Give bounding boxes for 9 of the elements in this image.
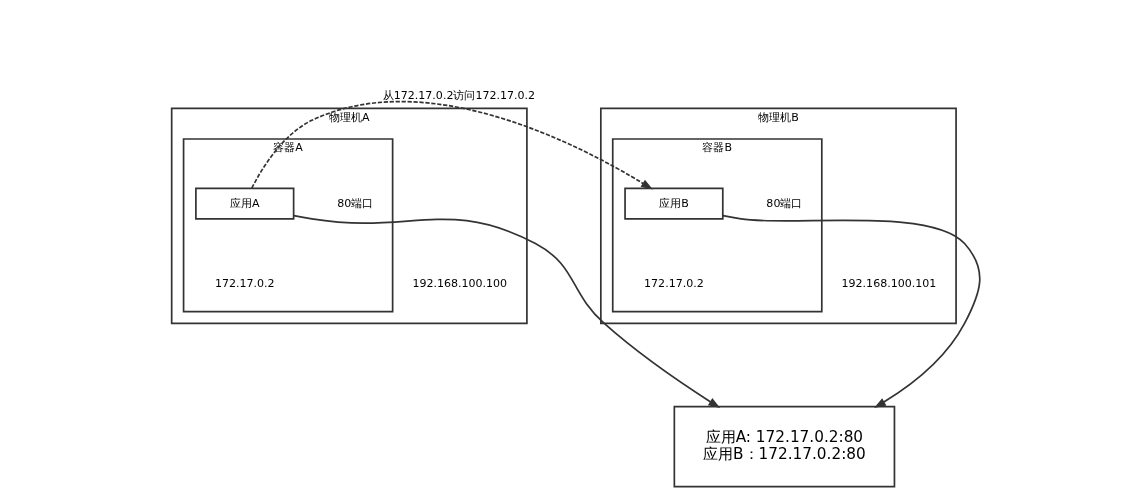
arrow — [250, 100, 653, 190]
node-box: 应用A — [194, 186, 294, 220]
node-box: 应用A: 172.17.0.2:80 应用B：172.17.0.2:80 — [673, 405, 895, 487]
node-box: 应用B — [623, 186, 724, 220]
arrow — [292, 214, 720, 408]
node-label: 80端口 — [336, 196, 373, 209]
arrow — [721, 214, 981, 408]
edge-label: 从172.17.0.2访问172.17.0.2 — [382, 88, 535, 102]
node-label: 80端口 — [765, 196, 802, 209]
